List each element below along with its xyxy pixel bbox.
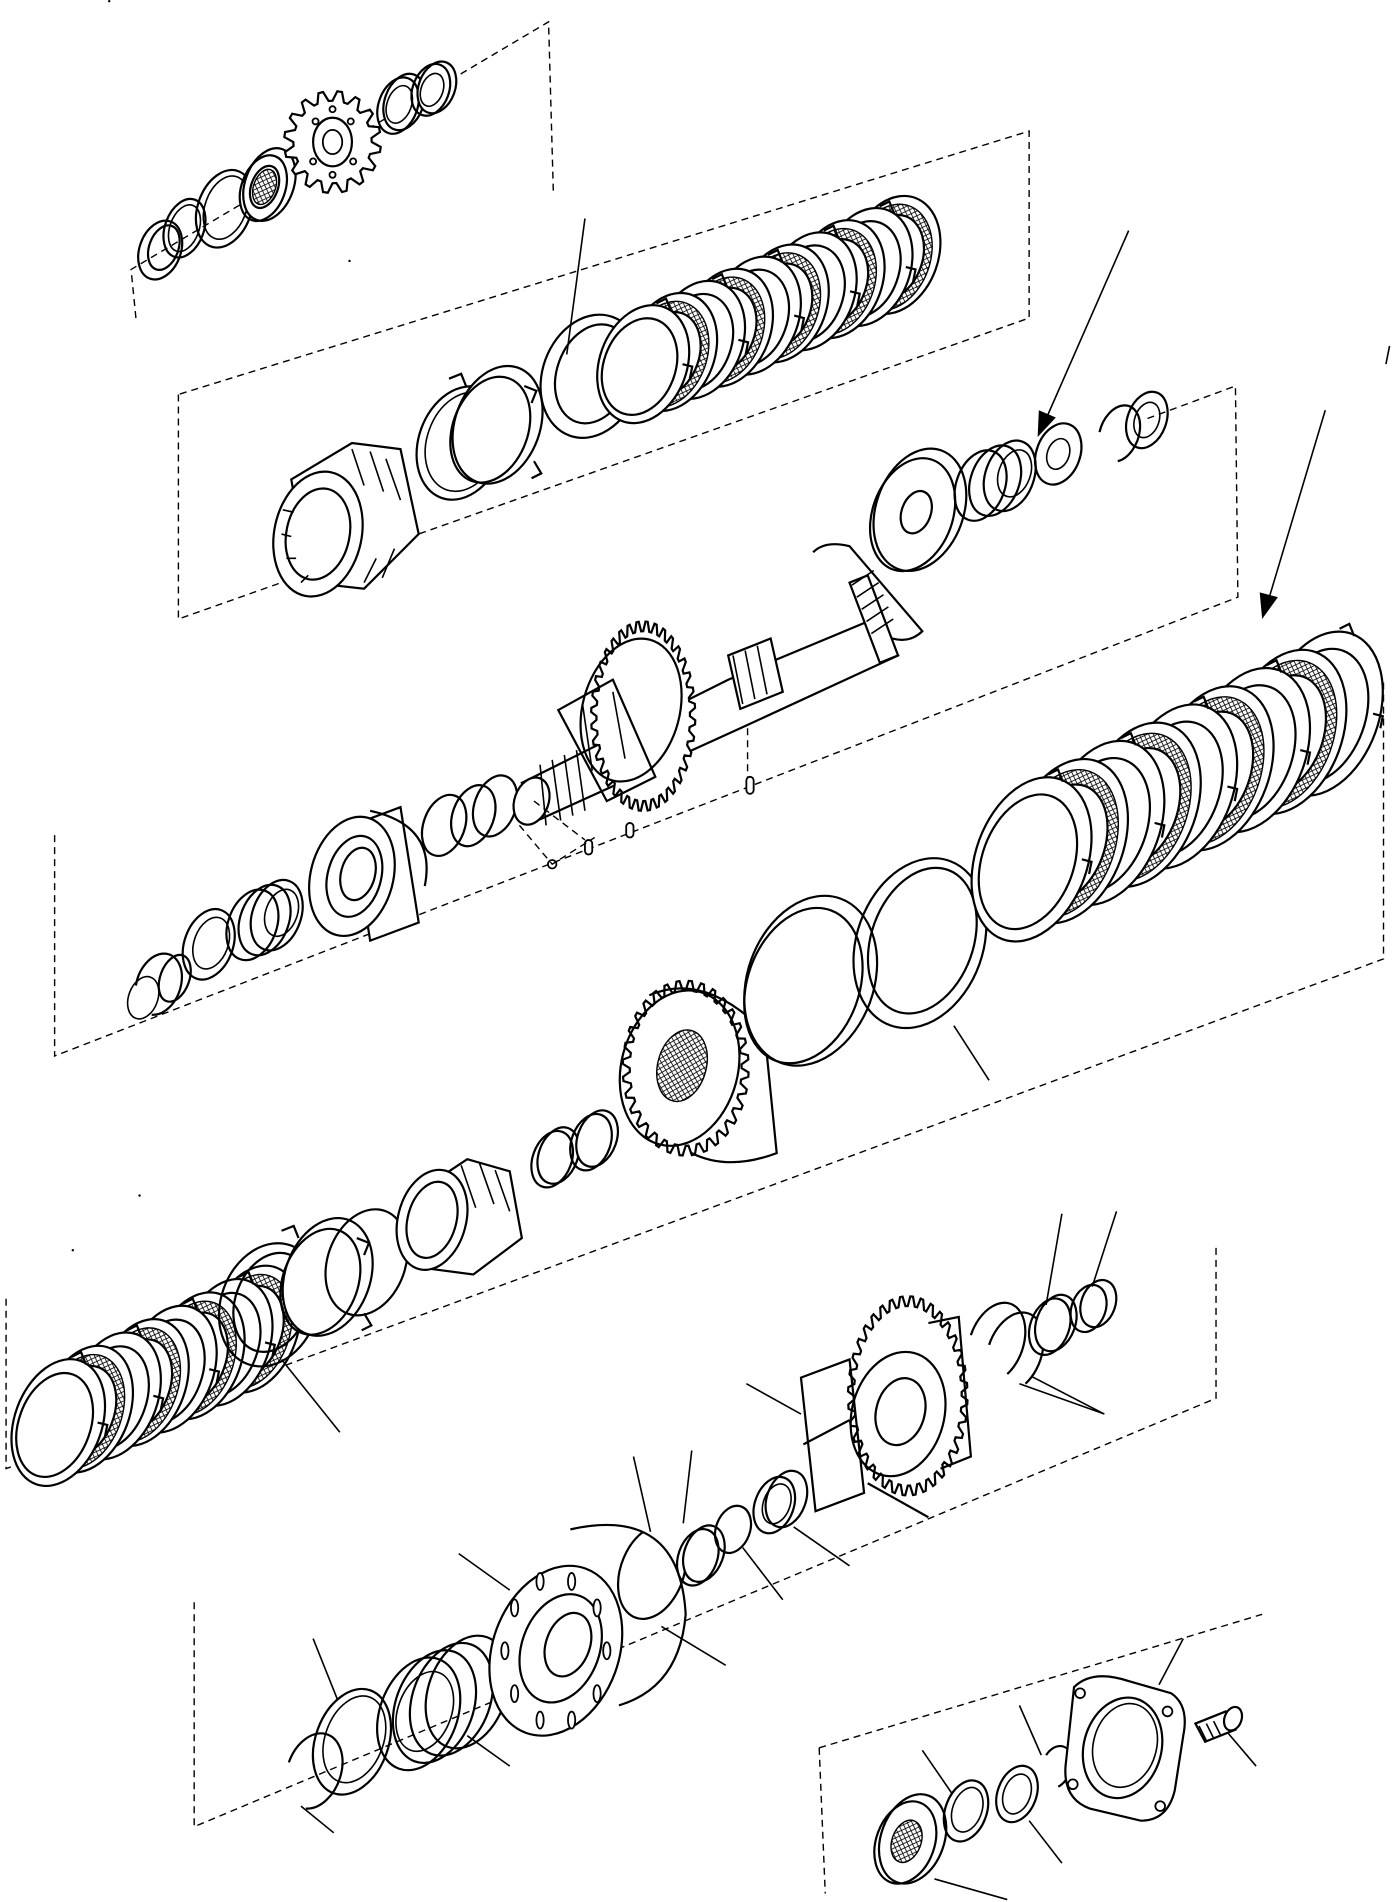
leader-line	[794, 1527, 850, 1566]
leader-line	[954, 1026, 989, 1081]
needle-bearing	[405, 56, 464, 121]
group-5-parts	[289, 1275, 1123, 1809]
leader-line	[743, 1548, 783, 1600]
clutch-disc-pack	[0, 1253, 317, 1500]
needle-bearing	[670, 1520, 732, 1592]
seal-ring	[618, 1532, 686, 1619]
pressure-plate	[436, 353, 558, 496]
leader-line	[1029, 1821, 1062, 1863]
callout-arrows	[1037, 231, 1390, 620]
leader-line	[313, 1639, 337, 1700]
group-outlines	[6, 22, 1383, 1894]
bearing	[945, 433, 1045, 528]
group-1-parts	[130, 56, 463, 286]
group-4-parts	[0, 615, 1392, 1499]
gear-hub	[262, 443, 419, 605]
callout-arrow-2	[1259, 410, 1326, 620]
clutch-disc-pack	[950, 615, 1392, 959]
washer	[709, 1501, 758, 1558]
needle-bearing	[1022, 1289, 1084, 1361]
stray-marks	[71, 0, 351, 1252]
group-2-outline	[178, 131, 1029, 619]
group-2-parts	[262, 183, 956, 605]
leader-line	[683, 1450, 691, 1523]
spring	[217, 873, 312, 968]
shaft-with-gear	[507, 544, 922, 868]
steel-plate	[581, 292, 705, 436]
steel-plate	[950, 760, 1113, 958]
leader-line	[301, 1806, 334, 1833]
washer	[1119, 386, 1175, 454]
spring-washer	[831, 839, 1009, 1046]
bushing	[746, 1465, 815, 1539]
thrust-washer	[855, 436, 982, 585]
leader-line	[467, 1736, 509, 1766]
clutch-disc-pack	[581, 183, 956, 436]
spring-retainer	[173, 902, 244, 987]
pressure-plate	[721, 877, 899, 1084]
washer	[299, 1678, 405, 1806]
snap-ring	[1100, 405, 1141, 461]
piston	[467, 1547, 645, 1754]
group-5-outline	[194, 1244, 1216, 1827]
piston	[296, 807, 426, 946]
gear-hub	[386, 1159, 522, 1278]
steel-plate	[0, 1346, 122, 1499]
leader-line	[934, 1879, 1007, 1900]
washer	[1027, 417, 1090, 491]
leader-line	[1092, 1211, 1116, 1286]
spur-gear	[284, 91, 380, 192]
leader-line	[1046, 1214, 1062, 1305]
leader-line	[1019, 1705, 1041, 1755]
balls	[519, 728, 753, 868]
leader-line	[1159, 1639, 1183, 1685]
cover	[1065, 1676, 1184, 1820]
leader-line	[282, 1359, 340, 1432]
washer	[936, 1774, 996, 1847]
group-3-outline	[55, 386, 1238, 1056]
snap-ring	[570, 1525, 685, 1705]
leader-line	[459, 1554, 510, 1590]
snap-ring	[289, 1733, 343, 1808]
group-3-parts	[122, 386, 1175, 1023]
bearing	[863, 1785, 958, 1893]
leader-line	[661, 1626, 725, 1665]
leader-line	[746, 1384, 801, 1414]
leader-line	[922, 1750, 951, 1792]
callout-arrow-1	[1037, 231, 1129, 437]
leader-line	[633, 1457, 650, 1532]
snap-ring	[122, 954, 182, 1024]
callout-arrow-3	[1386, 346, 1390, 364]
snap-ring	[130, 214, 190, 285]
bearing	[231, 141, 305, 228]
bolt	[1195, 1704, 1245, 1741]
needle-bearing	[524, 1105, 625, 1194]
leader-line	[1019, 1376, 1104, 1414]
washer	[989, 1760, 1045, 1828]
clutch-drum-gear	[801, 1296, 971, 1517]
gear	[603, 977, 777, 1162]
leader-lines	[282, 218, 1257, 1899]
bushing	[1064, 1275, 1122, 1337]
seal-rings	[414, 769, 525, 862]
group-6-parts	[863, 1676, 1245, 1893]
snap-ring	[311, 1198, 421, 1327]
leader-line	[567, 218, 585, 354]
group-4-outline	[6, 680, 1383, 1469]
leader-line	[1228, 1733, 1256, 1766]
spring	[362, 1624, 523, 1782]
group-6-outline	[819, 1614, 1262, 1893]
